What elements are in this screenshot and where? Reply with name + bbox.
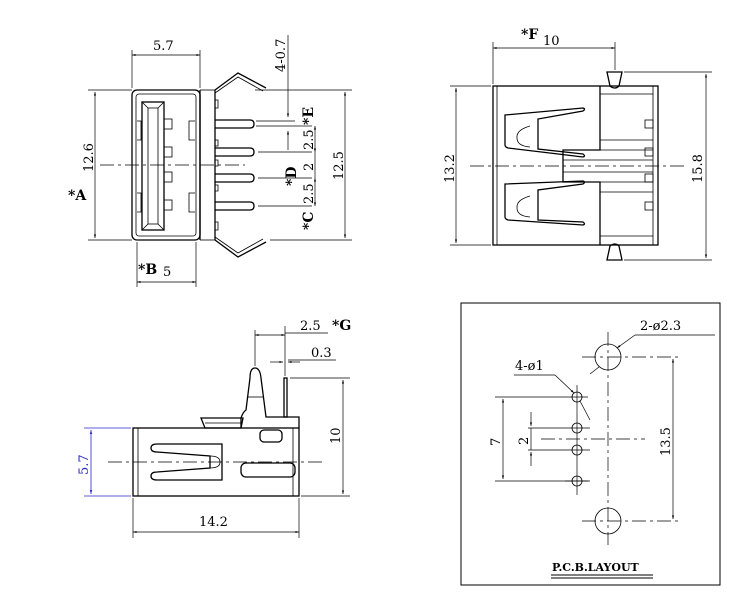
- top-view: [470, 71, 685, 261]
- pin-4: [215, 201, 255, 211]
- mount-leg-top: [214, 72, 267, 91]
- dim-mount-span: 13.5: [659, 427, 674, 456]
- label-E: *E: [301, 107, 317, 125]
- dim-height-right: 10: [329, 427, 344, 444]
- dim-pin-pitch: 2: [517, 437, 532, 445]
- dim-pin-span: 7: [489, 438, 504, 446]
- front-dimensions: 5.7 12.6 *A *B 5 12.5 4-0.7 2.5 *E 2 *D …: [68, 35, 352, 287]
- dim-height-right: 15.8: [691, 154, 706, 183]
- dim-height-left: 5.7: [77, 454, 92, 475]
- pcb-title: P.C.B.LAYOUT: [552, 561, 640, 574]
- label-B: *B: [138, 262, 157, 278]
- side-view: [108, 367, 325, 497]
- dim-B-value: 5: [163, 265, 171, 280]
- latch-spring-bottom: [504, 180, 586, 226]
- side-dimensions: 2.5 *G 0.3 10 5.7 14.2: [77, 318, 351, 538]
- label-C: *C: [301, 212, 317, 230]
- mount-tab-bottom: [606, 243, 623, 261]
- latch-spring-top: [504, 107, 586, 158]
- label-D: *D: [284, 167, 300, 186]
- pin-2: [215, 147, 255, 157]
- side-pin: [283, 377, 288, 418]
- dim-C-value: 2.5: [302, 183, 317, 204]
- pin-holes: [565, 385, 590, 495]
- dim-D-value: 2: [302, 163, 317, 171]
- mount-tab-top: [606, 71, 623, 89]
- dim-length-bottom: 14.2: [199, 515, 228, 530]
- dim-height-left: 12.6: [82, 143, 97, 172]
- dim-F-value: 10: [543, 34, 560, 49]
- dim-height-right: 12.5: [332, 151, 347, 180]
- dim-width-top: 5.7: [153, 39, 174, 54]
- top-dimensions: *F 10 13.2 15.8: [443, 27, 712, 261]
- pin-3: [215, 173, 255, 183]
- mount-leg-bottom: [214, 239, 267, 258]
- label-A: *A: [68, 188, 87, 204]
- pcb-frame: [460, 302, 721, 586]
- dim-E-value: 2.5: [302, 129, 317, 150]
- dim-pin-thickness: 0.3: [311, 346, 332, 361]
- top-housing: [492, 85, 659, 246]
- front-view: [100, 72, 267, 258]
- dim-pin-width: 4-0.7: [274, 39, 289, 72]
- usb-slot: [141, 101, 165, 231]
- dim-G-value: 2.5: [300, 319, 321, 334]
- dim-mount-holes: 2-ø2.3: [640, 319, 681, 334]
- dim-pin-holes: 4-ø1: [515, 359, 544, 374]
- label-F: *F: [521, 27, 538, 43]
- dim-height-left: 13.2: [443, 154, 458, 183]
- label-G: *G: [332, 318, 351, 334]
- pcb-layout: 2-ø2.3 4-ø1 7 2 13.5 P.C.B.LAYOUT: [460, 302, 721, 586]
- pin-1: [215, 119, 255, 129]
